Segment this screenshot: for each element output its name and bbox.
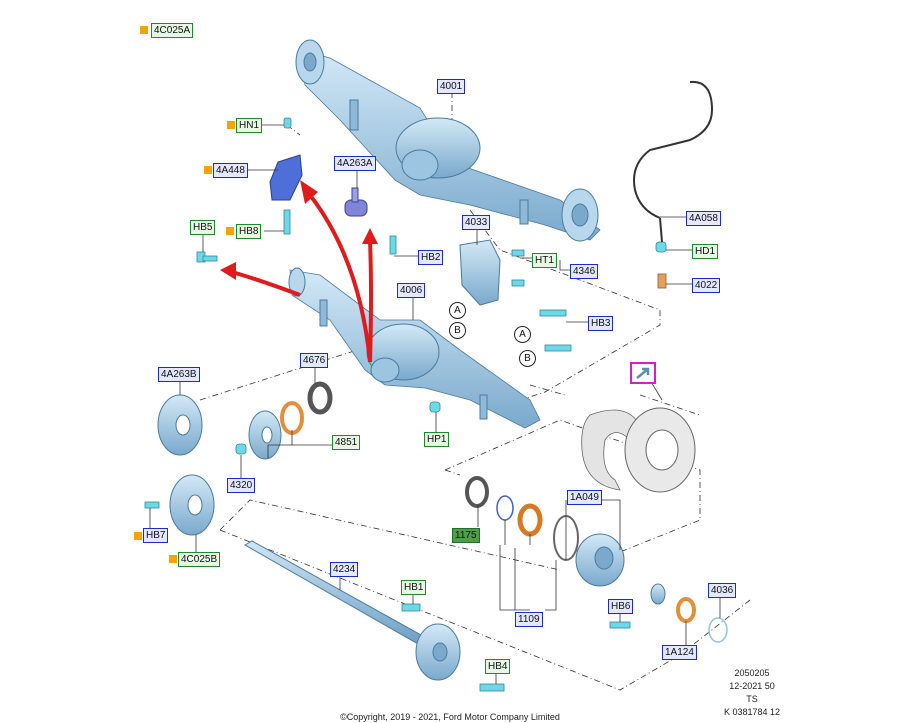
cover-4033: [459, 239, 501, 306]
part-label-1a049[interactable]: 1A049: [567, 490, 602, 505]
part-label-hn1[interactable]: HN1: [236, 118, 263, 133]
callout-a-lower: A: [514, 326, 531, 343]
part-label-4346[interactable]: 4346: [570, 264, 599, 279]
part-label-hb8[interactable]: HB8: [236, 224, 262, 239]
hub-4851: [248, 410, 282, 460]
orange-marker: [227, 121, 235, 129]
part-label-hb2[interactable]: HB2: [418, 250, 444, 265]
part-label-4036[interactable]: 4036: [708, 583, 737, 598]
brake-rotor: [624, 407, 696, 493]
part-label-1109[interactable]: 1109: [515, 612, 543, 627]
red-arrowheads: [220, 180, 378, 280]
axle-housing-4006: [288, 267, 541, 429]
sensor-4a263a: [344, 187, 368, 217]
part-label-4a448[interactable]: 4A448: [213, 163, 248, 178]
orange-marker: [226, 227, 234, 235]
orange-marker: [140, 26, 148, 34]
part-label-hb1[interactable]: HB1: [401, 580, 427, 595]
footer-date: 12-2021 50: [729, 681, 775, 691]
seal-4676: [307, 381, 333, 415]
bracket-4a448: [269, 154, 303, 201]
part-label-4a058[interactable]: 4A058: [686, 211, 721, 226]
part-label-4a263b[interactable]: 4A263B: [158, 367, 200, 382]
part-label-1175[interactable]: 1175: [452, 528, 480, 543]
callout-a-upper: A: [449, 302, 466, 319]
orange-marker: [169, 555, 177, 563]
part-label-4006[interactable]: 4006: [397, 283, 426, 298]
flange-4c025b: [169, 474, 215, 536]
orange-marker: [204, 166, 212, 174]
part-label-4c025b[interactable]: 4C025B: [178, 552, 221, 567]
part-label-4851[interactable]: 4851: [332, 435, 361, 450]
copyright: ©Copyright, 2019 - 2021, Ford Motor Comp…: [340, 712, 560, 722]
ring-orange: [280, 401, 304, 435]
part-label-4001[interactable]: 4001: [437, 79, 466, 94]
red-arrows: [231, 193, 373, 363]
arrow-up-right-icon: [636, 367, 650, 379]
callout-b-lower: B: [519, 350, 536, 367]
part-label-4033[interactable]: 4033: [462, 215, 491, 230]
part-label-1a124[interactable]: 1A124: [662, 645, 697, 660]
part-label-hb4[interactable]: HB4: [485, 659, 511, 674]
part-label-hp1[interactable]: HP1: [424, 432, 450, 447]
leader-lines: [199, 92, 751, 691]
footer-ts: TS: [746, 694, 758, 704]
part-label-4022[interactable]: 4022: [692, 278, 721, 293]
bolts: [144, 117, 667, 692]
magenta-link-icon[interactable]: [630, 362, 656, 384]
part-label-hb7[interactable]: HB7: [143, 528, 169, 543]
axle-shaft-4234: [243, 540, 461, 681]
part-label-ht1[interactable]: HT1: [532, 253, 557, 268]
part-label-4a263a[interactable]: 4A263A: [334, 156, 376, 171]
part-label-hb6[interactable]: HB6: [608, 599, 634, 614]
callout-b-upper: B: [449, 322, 466, 339]
part-label-hd1[interactable]: HD1: [692, 244, 719, 259]
hub-bearing-1a049: [575, 533, 625, 587]
part-label-hb3[interactable]: HB3: [588, 316, 614, 331]
axle-assembly-4001: [295, 39, 601, 242]
flange-4a263b: [157, 394, 203, 456]
part-label-4676[interactable]: 4676: [300, 353, 329, 368]
footer-code: 2050205: [734, 668, 770, 678]
part-label-hb5[interactable]: HB5: [190, 220, 216, 235]
part-label-4c025a[interactable]: 4C025A: [151, 23, 194, 38]
orange-marker: [134, 532, 142, 540]
part-label-4234[interactable]: 4234: [330, 562, 359, 577]
sensor-cable-4a058: [633, 80, 714, 219]
footer-ref: K 0381784 12: [723, 707, 781, 717]
part-label-4320[interactable]: 4320: [227, 478, 256, 493]
